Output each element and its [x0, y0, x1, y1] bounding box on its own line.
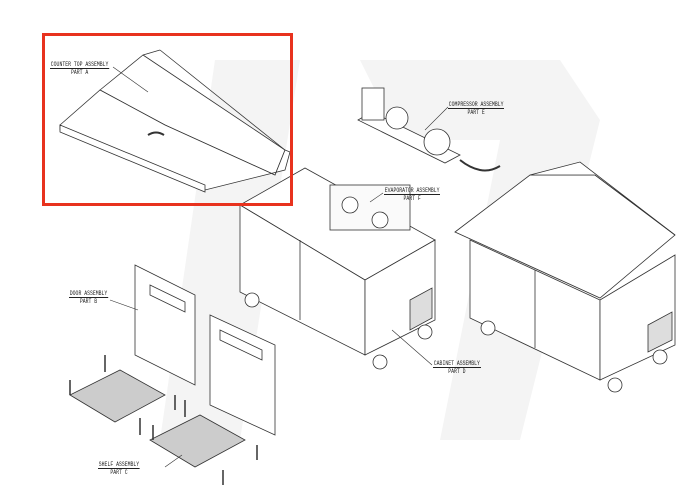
- label-door-assembly: DOOR ASSEMBLY PART B: [69, 290, 109, 305]
- label-evaporator-assembly: EVAPORATOR ASSEMBLY PART F: [384, 187, 441, 202]
- cabinet-assembly-part-d: [239, 167, 436, 370]
- compressor-assembly-part-e: [357, 87, 501, 172]
- door-assembly-part-b: [134, 264, 276, 436]
- shelf-assembly-part-c: [69, 355, 258, 485]
- label-shelf-assembly: SHELF ASSEMBLY PART C: [98, 461, 140, 476]
- counter-top-assembly-part-a: [59, 49, 291, 193]
- assembled-unit: [454, 161, 676, 393]
- highlight-box: [42, 33, 293, 206]
- label-cabinet-assembly: CABINET ASSEMBLY PART D: [433, 360, 481, 375]
- label-counter-top-assembly: COUNTER TOP ASSEMBLY PART A: [50, 61, 110, 76]
- label-compressor-assembly: COMPRESSOR ASSEMBLY PART E: [448, 101, 505, 116]
